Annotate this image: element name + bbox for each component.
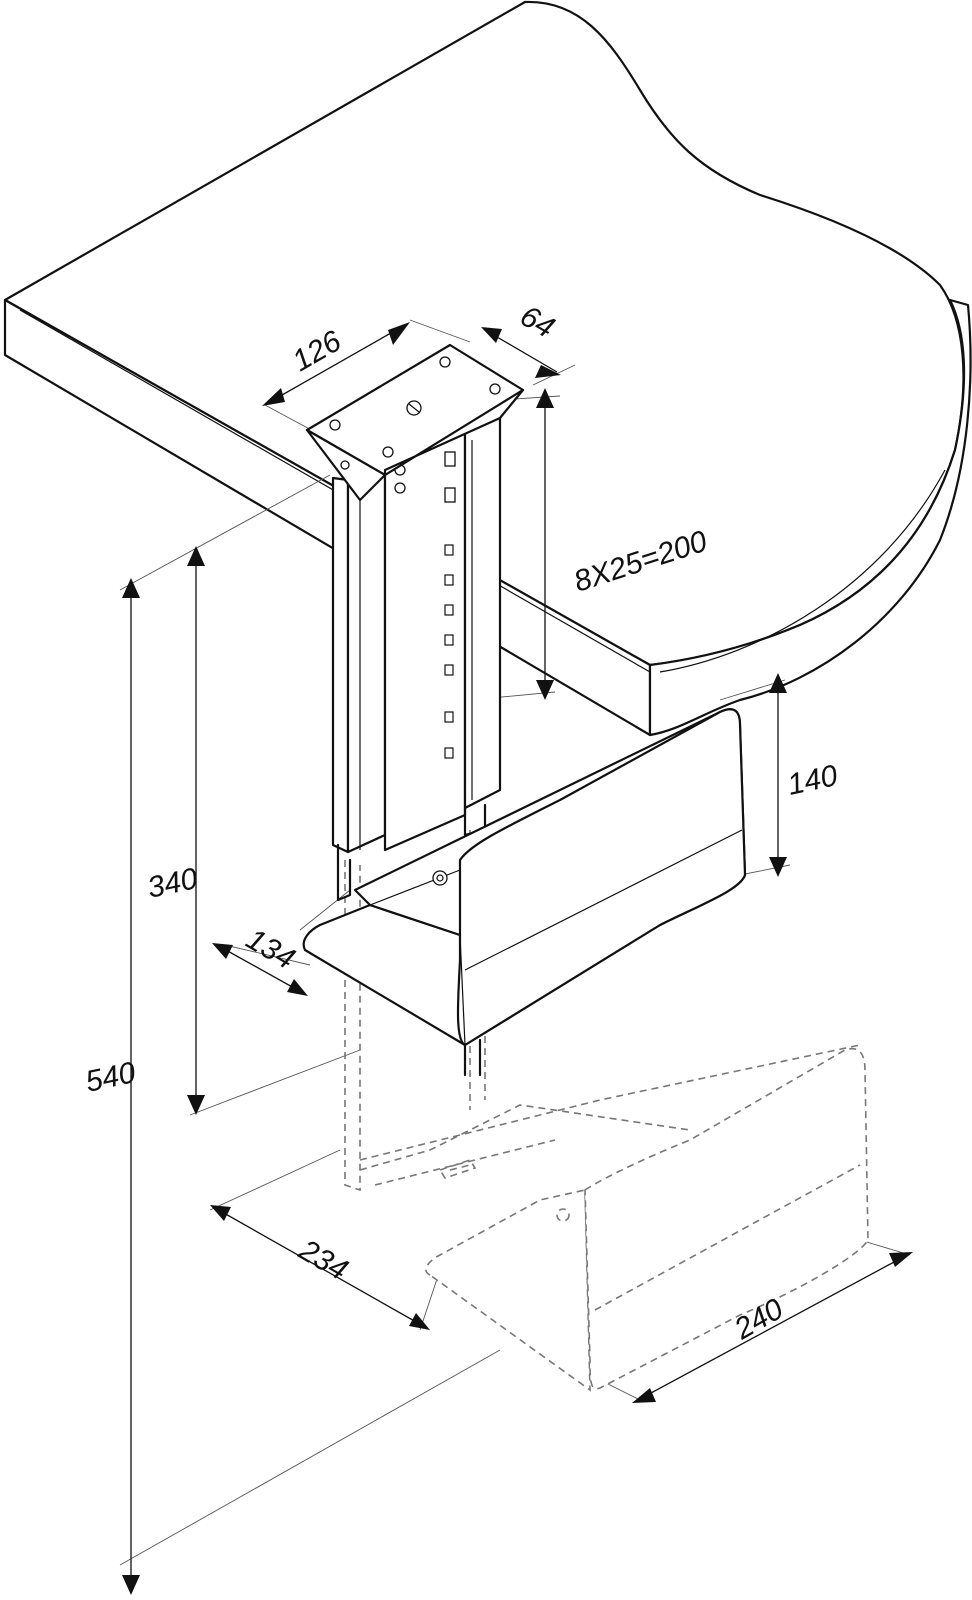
dim-label-540: 540 <box>83 1056 139 1099</box>
adjustment-slots <box>444 451 456 759</box>
lowered-shelf-position <box>344 820 869 1392</box>
dimension-lines <box>122 322 913 1595</box>
vertical-rail-assembly <box>331 416 502 902</box>
dim-label-140: 140 <box>785 759 841 802</box>
cpu-shelf <box>302 708 747 1077</box>
dim-label-134: 134 <box>241 922 301 976</box>
mounting-plate <box>305 343 525 502</box>
dim-label-340: 340 <box>145 862 201 905</box>
dim-label-234: 234 <box>293 1233 354 1287</box>
